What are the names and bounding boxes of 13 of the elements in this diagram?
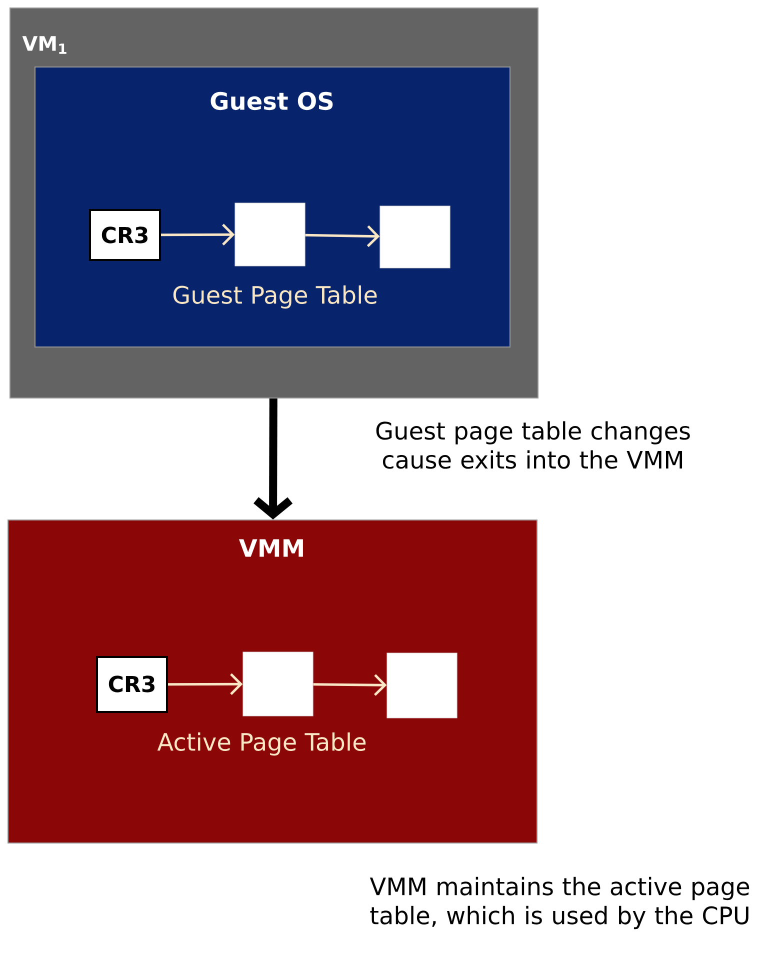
table-box — [242, 652, 314, 716]
edge-label: Guest page table changes cause exits into the VMM — [376, 421, 690, 469]
register-box: CR3 — [89, 209, 161, 261]
register-box: CR3 — [96, 656, 168, 713]
arrow — [305, 225, 380, 248]
note-text: VMM maintains the active page table, which is used by the CPU — [370, 876, 750, 930]
arrow — [168, 673, 243, 696]
arrow — [254, 398, 293, 520]
table-box — [380, 206, 450, 268]
arrow — [313, 674, 387, 696]
table-box — [234, 202, 306, 266]
arrow — [161, 224, 235, 246]
table-box — [386, 652, 458, 718]
